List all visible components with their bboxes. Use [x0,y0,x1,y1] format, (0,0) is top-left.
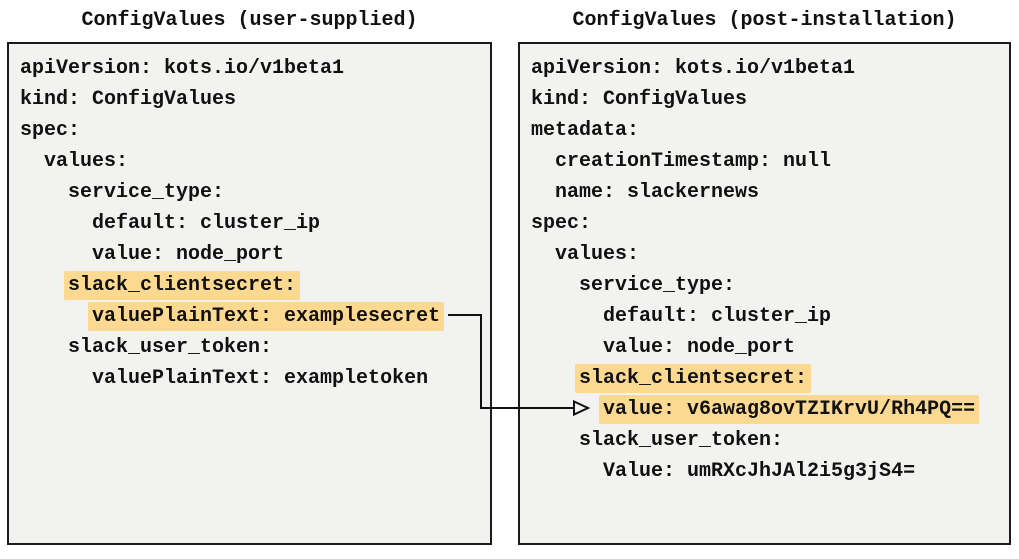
yaml-indent [531,150,555,173]
yaml-indent [20,212,92,235]
yaml-text: default: cluster_ip [603,305,832,328]
yaml-line: value: v6awag8ovTZIKrvU/Rh4PQ== [531,394,1009,425]
yaml-indent [531,243,555,266]
yaml-text: metadata: [531,119,640,142]
yaml-text: service_type: [579,274,736,297]
yaml-line: creationTimestamp: null [531,146,1009,177]
right-panel-title: ConfigValues (post-installation) [572,9,957,32]
yaml-line: default: cluster_ip [531,301,1009,332]
yaml-text: name: slackernews [555,181,760,204]
yaml-indent [20,150,44,173]
yaml-line: Value: umRXcJhJAl2i5g3jS4= [531,456,1009,487]
yaml-line: slack_user_token: [531,425,1009,456]
yaml-text: service_type: [68,181,225,204]
yaml-text: slack_user_token: [68,336,273,359]
post-installation-config-box: apiVersion: kots.io/v1beta1 kind: Config… [518,42,1011,545]
user-supplied-config-box: apiVersion: kots.io/v1beta1 kind: Config… [7,42,492,545]
yaml-text: kind: ConfigValues [20,88,237,111]
yaml-line: kind: ConfigValues [531,84,1009,115]
yaml-line: service_type: [531,270,1009,301]
yaml-indent [531,460,603,483]
yaml-indent [531,305,603,328]
yaml-line: valuePlainText: examplesecret [20,301,490,332]
yaml-line: values: [20,146,490,177]
yaml-line: spec: [20,115,490,146]
yaml-line: spec: [531,208,1009,239]
yaml-indent [531,274,579,297]
yaml-text: spec: [20,119,81,142]
yaml-line: valuePlainText: exampletoken [20,363,490,394]
yaml-indent [20,305,92,328]
yaml-line: apiVersion: kots.io/v1beta1 [531,53,1009,84]
yaml-indent [20,367,92,390]
yaml-text: slack_clientsecret: [64,271,301,300]
yaml-text: value: node_port [603,336,796,359]
yaml-line: slack_user_token: [20,332,490,363]
yaml-indent [20,181,68,204]
yaml-line: default: cluster_ip [20,208,490,239]
yaml-line: service_type: [20,177,490,208]
yaml-text: slack_clientsecret: [575,364,812,393]
yaml-text: creationTimestamp: null [555,150,832,173]
yaml-indent [20,336,68,359]
yaml-indent [531,181,555,204]
yaml-line: values: [531,239,1009,270]
yaml-indent [531,336,603,359]
yaml-line: kind: ConfigValues [20,84,490,115]
yaml-text: apiVersion: kots.io/v1beta1 [20,57,345,80]
yaml-text: values: [555,243,640,266]
yaml-line: name: slackernews [531,177,1009,208]
yaml-text: value: v6awag8ovTZIKrvU/Rh4PQ== [599,395,980,424]
yaml-indent [20,274,68,297]
yaml-indent [531,398,603,421]
yaml-line: slack_clientsecret: [20,270,490,301]
yaml-line: slack_clientsecret: [531,363,1009,394]
yaml-indent [531,367,579,390]
yaml-text: valuePlainText: examplesecret [88,302,445,331]
yaml-text: slack_user_token: [579,429,784,452]
yaml-indent [20,243,92,266]
left-panel-title: ConfigValues (user-supplied) [81,9,418,32]
yaml-text: values: [44,150,129,173]
yaml-text: apiVersion: kots.io/v1beta1 [531,57,856,80]
yaml-line: metadata: [531,115,1009,146]
yaml-text: spec: [531,212,592,235]
yaml-text: Value: umRXcJhJAl2i5g3jS4= [603,460,916,483]
yaml-line: value: node_port [531,332,1009,363]
yaml-indent [531,429,579,452]
yaml-line: value: node_port [20,239,490,270]
yaml-text: default: cluster_ip [92,212,321,235]
yaml-line: apiVersion: kots.io/v1beta1 [20,53,490,84]
yaml-text: kind: ConfigValues [531,88,748,111]
yaml-text: value: node_port [92,243,285,266]
yaml-text: valuePlainText: exampletoken [92,367,429,390]
